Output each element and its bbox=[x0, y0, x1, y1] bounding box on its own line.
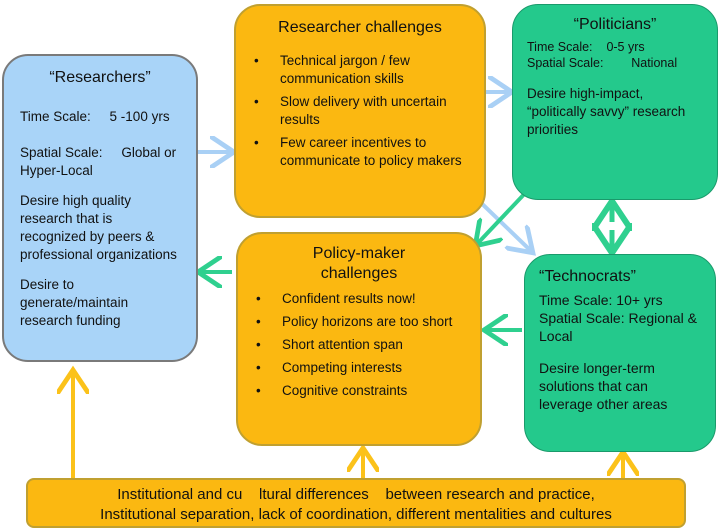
list-item: Confident results now! bbox=[252, 290, 466, 308]
researchers-title: “Researchers” bbox=[49, 69, 151, 86]
list-item: Competing interests bbox=[252, 359, 466, 377]
politicians-spatial-scale: Spatial Scale: National bbox=[527, 56, 678, 70]
list-item: Short attention span bbox=[252, 336, 466, 354]
researchers-desire-quality: Desire high quality research that is rec… bbox=[20, 193, 177, 262]
technocrats-spatial-scale: Spatial Scale: Regional & Local bbox=[539, 310, 697, 344]
researchers-desire-funding: Desire to generate/maintain research fun… bbox=[20, 277, 129, 328]
policy-maker-challenges-list: Confident results now! Policy horizons a… bbox=[252, 290, 466, 400]
researcher-challenges-title: Researcher challenges bbox=[278, 19, 442, 36]
institutional-differences-bar: Institutional and cu ltural differences … bbox=[26, 478, 686, 528]
arrow-politicians-to-policy-challenges bbox=[478, 186, 532, 243]
researcher-challenges-list: Technical jargon / few communication ski… bbox=[250, 52, 470, 170]
technocrats-box: “Technocrats” Time Scale: 10+ yrs Spatia… bbox=[524, 254, 716, 452]
list-item: Few career incentives to communicate to … bbox=[250, 134, 470, 170]
politicians-title: “Politicians” bbox=[573, 16, 657, 33]
bottom-line-2: Institutional separation, lack of coordi… bbox=[100, 506, 612, 523]
list-item: Cognitive constraints bbox=[252, 382, 466, 400]
researchers-time-scale: Time Scale: 5 -100 yrs bbox=[20, 109, 170, 124]
politicians-time-scale: Time Scale: 0-5 yrs bbox=[527, 40, 645, 54]
technocrats-time-scale: Time Scale: 10+ yrs bbox=[539, 292, 663, 308]
policy-maker-challenges-title: Policy-maker challenges bbox=[312, 245, 406, 282]
technocrats-title: “Technocrats” bbox=[539, 268, 636, 285]
bottom-line-1: Institutional and cu ltural differences … bbox=[117, 486, 595, 503]
policy-maker-challenges-box: Policy-maker challenges Confident result… bbox=[236, 232, 482, 446]
list-item: Technical jargon / few communication ski… bbox=[250, 52, 470, 88]
list-item: Policy horizons are too short bbox=[252, 313, 466, 331]
list-item: Slow delivery with uncertain results bbox=[250, 93, 470, 129]
arrow-researcher-challenges-to-technocrats bbox=[474, 196, 530, 250]
politicians-box: “Politicians” Time Scale: 0-5 yrs Spatia… bbox=[512, 4, 718, 200]
technocrats-desire: Desire longer-term solutions that can le… bbox=[539, 360, 668, 412]
researchers-box: “Researchers” Time Scale: 5 -100 yrs Spa… bbox=[2, 54, 198, 362]
politicians-desire: Desire high-impact, “politically savvy” … bbox=[527, 86, 686, 137]
researcher-challenges-box: Researcher challenges Technical jargon /… bbox=[234, 4, 486, 218]
researchers-spatial-scale: Spatial Scale: Global or Hyper-Local bbox=[20, 145, 177, 178]
